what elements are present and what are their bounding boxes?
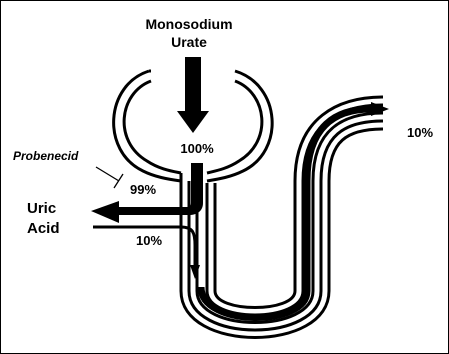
urate-label: Urate xyxy=(171,34,207,50)
filtered-percent: 100% xyxy=(180,141,214,156)
acid-label: Acid xyxy=(27,220,60,237)
uric-label: Uric xyxy=(27,200,56,217)
probenecid-label: Probenecid xyxy=(13,149,79,163)
secreted-percent: 10% xyxy=(136,233,162,248)
monosodium-label: Monosodium xyxy=(145,16,232,32)
reabsorbed-percent: 99% xyxy=(130,182,156,197)
excreted-percent: 10% xyxy=(407,125,433,140)
renal-tubule xyxy=(181,97,383,338)
filtration-arrow xyxy=(177,57,209,133)
probenecid-inhibition xyxy=(96,167,123,188)
